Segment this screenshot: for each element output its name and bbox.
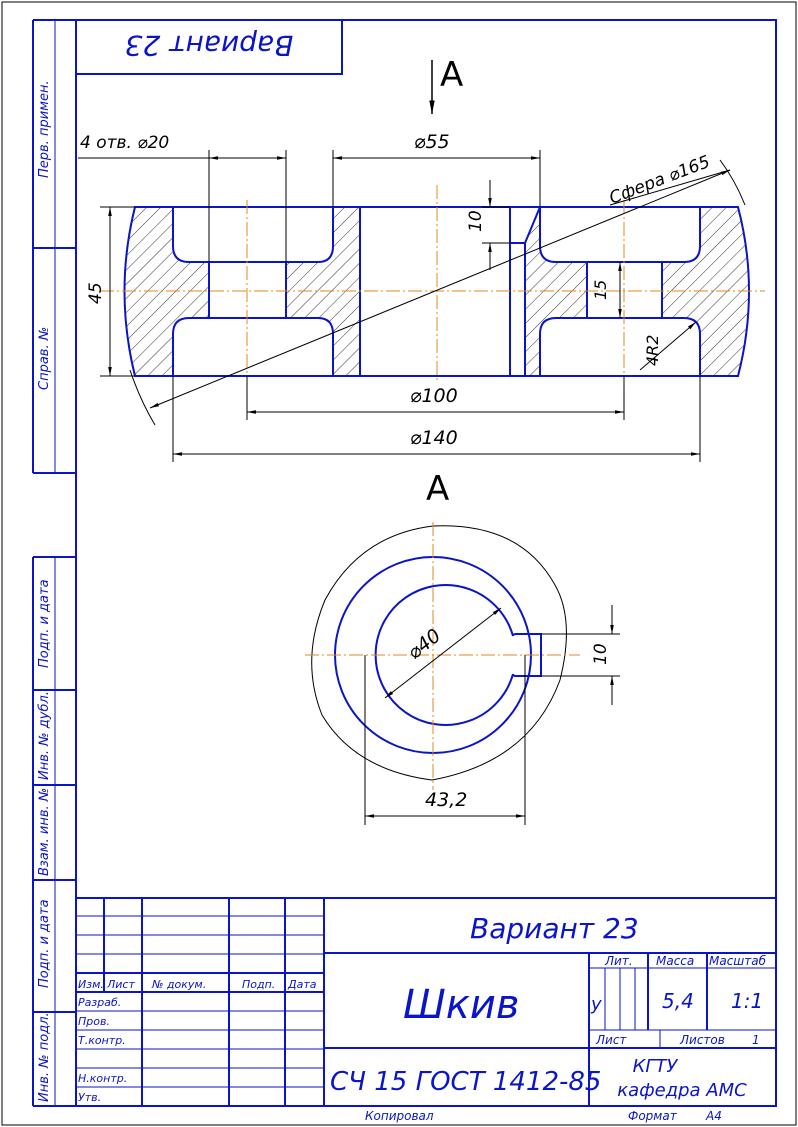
- tb-massa-value: 5,4: [662, 989, 694, 1013]
- side-strip-top: [32, 19, 76, 474]
- outline-left-upper-groove: [172, 207, 334, 263]
- dim-d100: ⌀100: [410, 385, 458, 407]
- dim-holes: 4 отв. ⌀20: [80, 133, 169, 153]
- dim-h15: 15: [591, 280, 610, 300]
- inner-frame: [75, 19, 777, 1107]
- side-field-invpodl: Инв. № подл.: [37, 1012, 52, 1102]
- outline-outer: [123, 206, 750, 377]
- view-label-section: А: [426, 469, 449, 509]
- tb-tkontr: Т.контр.: [78, 1034, 126, 1047]
- tb-col-izm: Изм.: [78, 978, 104, 991]
- tb-masshtab: Масштаб: [709, 954, 767, 968]
- tb-utv: Утв.: [78, 1091, 101, 1104]
- title-block: [76, 897, 776, 1106]
- side-field-podp1: Подп. и дата: [37, 579, 52, 668]
- outline-left-lower-groove: [172, 317, 334, 376]
- dim-sphere: Сфера ⌀165: [607, 152, 713, 209]
- tb-col-data: Дата: [287, 978, 317, 991]
- pulley-section: [100, 185, 765, 382]
- view-label-top: А: [440, 55, 463, 95]
- side-field-podp2: Подп. и дата: [37, 899, 52, 988]
- tb-org1: КГТУ: [633, 1056, 679, 1077]
- outline-right-lower-groove: [539, 317, 701, 376]
- view-a: [305, 522, 580, 790]
- dimensions-view-a: [364, 605, 620, 825]
- side-field-vzam: Взам. инв. №: [37, 788, 52, 876]
- dim-r2: 4R2: [643, 335, 662, 366]
- side-field-perv: Перв. примен.: [37, 80, 52, 178]
- tb-listov-value: 1: [752, 1033, 760, 1047]
- dim-key10: 10: [591, 643, 611, 665]
- tb-massa: Масса: [656, 954, 694, 968]
- tb-org2: кафедра АМС: [617, 1080, 747, 1101]
- tb-col-list: Лист: [106, 978, 135, 991]
- dim-d40: ⌀40: [404, 625, 446, 664]
- tb-material: СЧ 15 ГОСТ 1412-85: [330, 1067, 601, 1097]
- tb-col-podp: Подп.: [242, 978, 275, 991]
- tb-format: Формат: [628, 1109, 678, 1123]
- tb-prov: Пров.: [78, 1015, 110, 1028]
- dim-d55: ⌀55: [414, 131, 450, 153]
- tb-lit: Лит.: [604, 954, 633, 968]
- dimensions-top: [78, 150, 746, 462]
- dim-h45: 45: [86, 282, 106, 304]
- tb-razrab: Разраб.: [78, 996, 121, 1009]
- side-field-invdubl: Инв. № дубл.: [37, 691, 52, 780]
- tb-variant: Вариант 23: [470, 912, 639, 945]
- variant-stamp-box: [75, 19, 343, 75]
- side-field-sprav: Справ. №: [37, 327, 52, 390]
- dim-d43: 43,2: [425, 789, 467, 811]
- tb-kopiroval: Копировал: [365, 1109, 434, 1123]
- sphere-contour: [311, 525, 567, 781]
- dim-h10-top: 10: [466, 210, 486, 232]
- tb-lit-value: у: [590, 994, 602, 1015]
- tb-masshtab-value: 1:1: [731, 989, 763, 1013]
- tb-col-doc: № докум.: [151, 978, 206, 991]
- tb-listov: Листов: [679, 1033, 725, 1047]
- tb-name: Шкив: [403, 982, 520, 1028]
- dim-d140: ⌀140: [410, 427, 458, 449]
- tb-list: Лист: [595, 1033, 627, 1047]
- side-strip-bottom: [32, 556, 76, 1107]
- tb-nkontr: Н.контр.: [78, 1072, 127, 1085]
- tb-format-value: А4: [705, 1109, 722, 1123]
- variant-stamp-text: Вариант 23: [125, 29, 294, 62]
